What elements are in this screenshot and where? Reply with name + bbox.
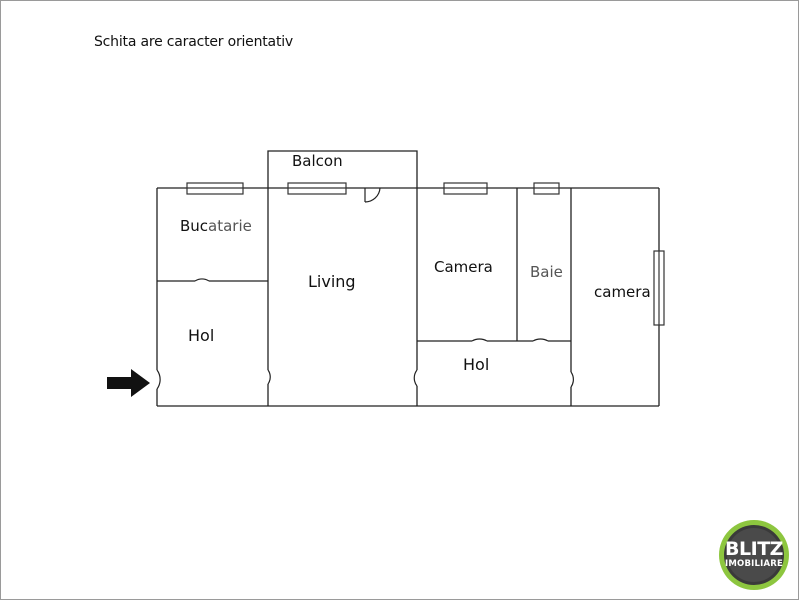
- door-kitchen: [194, 278, 210, 282]
- logo-ring-icon: [719, 520, 789, 590]
- balcony-wall: [267, 150, 418, 188]
- door-baie: [532, 338, 549, 342]
- label-bucatarie-a: Buc: [180, 217, 208, 235]
- entrance-arrow-icon: [107, 369, 150, 397]
- label-hol-left: Hol: [188, 326, 214, 345]
- logo-bottom-text: IMOBILIARE: [725, 559, 783, 569]
- disclaimer-note: Schita are caracter orientativ: [94, 34, 294, 50]
- label-camera-right: camera: [594, 283, 651, 301]
- door-living-hol2: [413, 369, 418, 387]
- label-living: Living: [308, 272, 356, 291]
- label-baie: Baie: [530, 263, 563, 281]
- door-balcony: [364, 187, 381, 203]
- label-camera: Camera: [434, 258, 493, 276]
- logo-top-text: BLITZ: [725, 538, 783, 560]
- label-hol-right: Hol: [463, 355, 489, 374]
- door-camera-right: [570, 371, 574, 388]
- blitz-logo: BLITZ IMOBILIARE: [717, 518, 791, 592]
- windows: [186, 182, 665, 326]
- door-hol-living: [267, 369, 271, 385]
- door-entrance: [156, 369, 161, 390]
- label-balcon: Balcon: [292, 152, 343, 170]
- doors: [156, 187, 574, 390]
- label-bucatarie: Bucatarie: [180, 217, 252, 235]
- label-bucatarie-b: atarie: [208, 217, 252, 235]
- door-camera: [471, 338, 488, 342]
